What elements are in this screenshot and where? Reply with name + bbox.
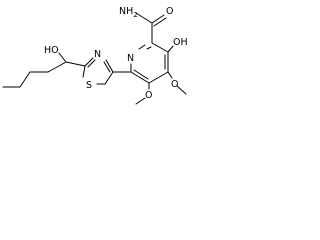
bond bbox=[176, 85, 187, 95]
hydroxypentyl-chain bbox=[2, 52, 86, 88]
thiazole-sulfur-label: S bbox=[86, 80, 92, 91]
bond bbox=[84, 57, 94, 67]
hydroxy-label: OH bbox=[173, 37, 188, 48]
bond bbox=[167, 71, 173, 79]
bond bbox=[87, 59, 96, 68]
bond bbox=[151, 42, 169, 53]
bond bbox=[103, 61, 111, 73]
bond bbox=[19, 71, 31, 88]
side-chain-hydroxy-label: HO bbox=[44, 45, 59, 56]
bond bbox=[47, 61, 67, 73]
bond bbox=[105, 59, 114, 73]
amide-nitrogen-label: NH2 bbox=[119, 6, 138, 19]
carboxamide-group bbox=[135, 12, 167, 44]
bond bbox=[148, 71, 169, 84]
carbonyl-oxygen-label: O bbox=[166, 6, 173, 17]
bond bbox=[133, 69, 149, 80]
bond bbox=[135, 97, 146, 105]
chemical-structure-diagram: NH2 O OH N O O N S HO bbox=[2, 6, 188, 105]
bond bbox=[104, 71, 114, 85]
thiazole-ring bbox=[82, 57, 114, 85]
bond bbox=[138, 44, 146, 50]
bond bbox=[65, 61, 86, 67]
bond bbox=[135, 12, 153, 24]
pyridine-nitrogen-label: N bbox=[127, 53, 134, 64]
pyridine-ring bbox=[130, 42, 169, 84]
methoxy-5-group bbox=[135, 82, 150, 105]
bond bbox=[130, 71, 150, 84]
methoxy-5-oxygen-label: O bbox=[145, 90, 152, 101]
bond bbox=[151, 14, 165, 24]
methoxy-4-oxygen-label: O bbox=[171, 79, 178, 90]
thiazole-nitrogen-label: N bbox=[94, 49, 101, 60]
bond bbox=[167, 45, 174, 53]
bond bbox=[153, 17, 167, 27]
methoxy-4-group bbox=[167, 71, 187, 95]
bond bbox=[146, 46, 152, 50]
bond bbox=[58, 52, 67, 63]
bond bbox=[82, 65, 86, 78]
